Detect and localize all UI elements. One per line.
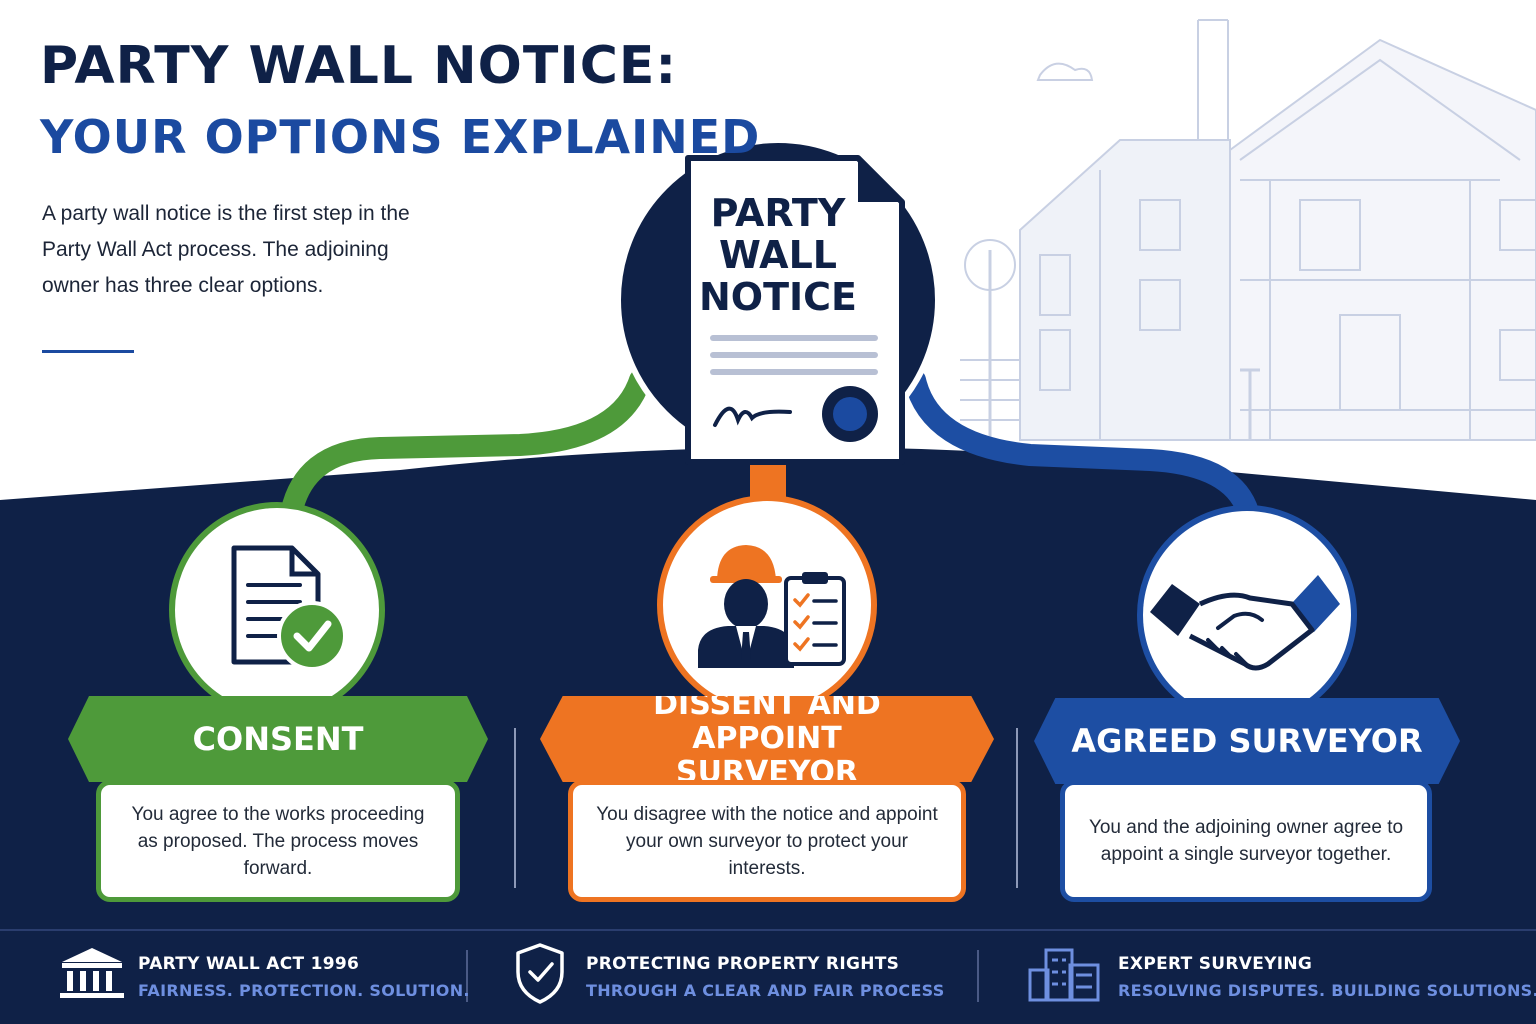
intro-underline	[42, 350, 134, 353]
page-title: PARTY WALL NOTICE:	[40, 36, 678, 96]
house-sketch-illustration	[960, 19, 1536, 441]
dissent-title: DISSENT AND APPOINT SURVEYOR	[653, 687, 881, 790]
consent-title: CONSENT	[192, 720, 364, 758]
dissent-banner: DISSENT AND APPOINT SURVEYOR	[540, 696, 994, 782]
intro-text: A party wall notice is the first step in…	[42, 202, 410, 297]
footer-subtitle-act: FAIRNESS. PROTECTION. SOLUTION.	[138, 981, 470, 1000]
dissent-card: You disagree with the notice and appoint…	[568, 780, 966, 902]
consent-banner: CONSENT	[68, 696, 488, 782]
dissent-description: You disagree with the notice and appoint…	[596, 803, 938, 879]
notice-document-icon	[685, 155, 905, 465]
agreed-title: AGREED SURVEYOR	[1071, 722, 1423, 760]
agreed-banner: AGREED SURVEYOR	[1034, 698, 1460, 784]
agreed-card: You and the adjoining owner agree to app…	[1060, 780, 1432, 902]
connector-blue	[904, 369, 1261, 531]
notice-title: PARTY WALL NOTICE	[698, 191, 857, 319]
document-check-icon	[231, 545, 347, 671]
surveyor-clipboard-icon	[698, 545, 846, 668]
footer-subtitle-surveying: RESOLVING DISPUTES. BUILDING SOLUTIONS.	[1118, 981, 1536, 1000]
shield-check-icon	[516, 943, 564, 1004]
footer-title-rights: PROTECTING PROPERTY RIGHTS	[586, 954, 900, 974]
agreed-description: You and the adjoining owner agree to app…	[1088, 817, 1404, 865]
buildings-icon	[1028, 948, 1100, 1002]
handshake-icon	[1150, 575, 1340, 671]
footer-title-act: PARTY WALL ACT 1996	[138, 954, 360, 974]
page-subtitle: YOUR OPTIONS EXPLAINED	[40, 110, 761, 164]
consent-card: You agree to the works proceeding as pro…	[96, 780, 460, 902]
footer-title-surveying: EXPERT SURVEYING	[1118, 954, 1313, 974]
consent-description: You agree to the works proceeding as pro…	[131, 803, 425, 879]
courthouse-icon	[60, 948, 124, 998]
footer-subtitle-rights: THROUGH A CLEAR AND FAIR PROCESS	[586, 981, 945, 1000]
connector-green	[279, 369, 651, 531]
